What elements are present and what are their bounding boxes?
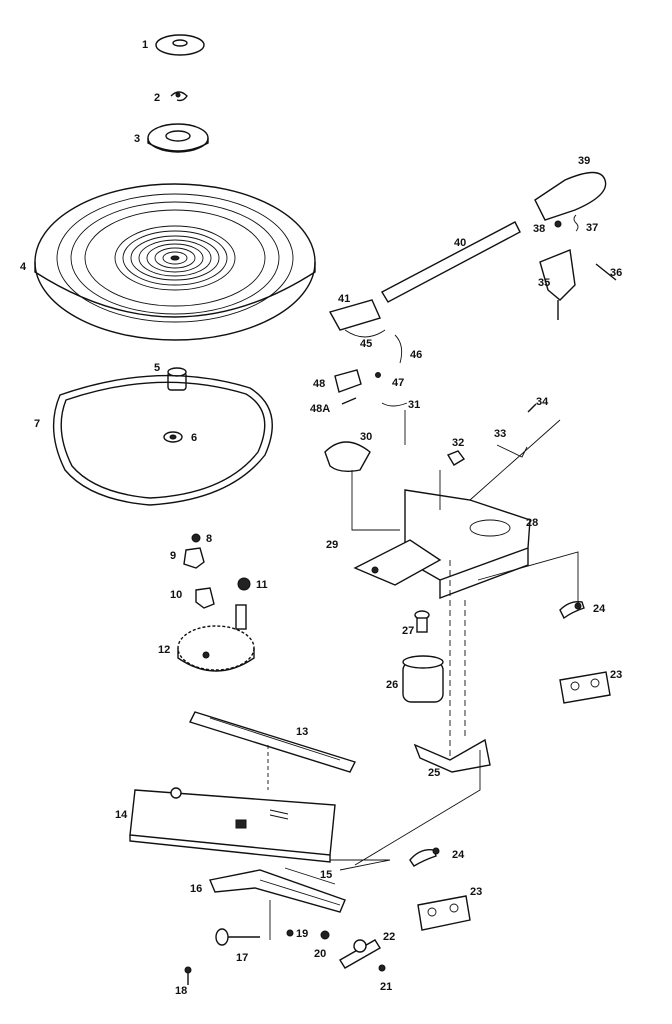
part-46-wire [394,334,403,364]
label-part-6: 6 [191,432,197,444]
part-27-pulley [414,610,430,633]
label-part-38: 38 [533,223,545,235]
part-41-headshell [328,299,381,331]
part-22-arm [339,939,381,969]
part-3-spacer-washer [147,123,209,153]
label-part-3: 3 [134,133,140,145]
label-part-23-top: 23 [610,669,622,681]
label-part-24-bottom: 24 [452,849,465,861]
part-8-screw [191,533,201,543]
part-48-cartridge [334,369,362,393]
label-part-8: 8 [206,533,212,545]
label-part-30: 30 [360,431,372,443]
label-part-4: 4 [20,261,27,273]
part-26-motor [402,655,444,703]
label-part-41: 41 [338,293,350,305]
part-2-clip [170,91,188,102]
label-part-5: 5 [154,362,160,374]
part-13-slide-bar [189,711,356,790]
part-25-bracket [413,738,491,773]
part-23-switch-top [559,671,611,704]
label-part-19: 19 [296,928,308,940]
part-31-wire [381,402,408,407]
part-14-base-plate [129,787,336,863]
label-part-22: 22 [383,931,395,943]
part-32-pin [446,450,466,466]
label-part-24-top: 24 [593,603,606,615]
label-part-14: 14 [115,809,128,821]
part-1-cap-washer [155,34,205,56]
part-40-arm-tube [381,221,521,303]
part-33-spring-wire [496,444,528,458]
label-part-47: 47 [392,377,404,389]
part-19-screw [286,929,294,937]
label-part-36: 36 [610,267,622,279]
part-28-mount-plate [404,489,531,600]
part-16-lever [209,869,346,913]
part-12-gear [177,604,255,672]
part-15-spring [284,867,336,885]
label-part-46: 46 [410,349,422,361]
label-part-25: 25 [428,767,440,779]
label-part-27: 27 [402,625,414,637]
part-34-pin [527,403,537,413]
label-part-9: 9 [170,550,176,562]
label-part-2: 2 [154,92,160,104]
part-23-switch-bottom [417,895,471,931]
label-part-21: 21 [380,981,392,993]
label-part-39: 39 [578,155,590,167]
part-20-screw [320,930,330,940]
label-part-18: 18 [175,985,187,997]
label-part-45: 45 [360,338,372,350]
part-38-screw [554,220,562,228]
part-21-screw [378,964,386,972]
label-part-31: 31 [408,399,420,411]
part-7-drive-belt [52,374,273,506]
part-10-bracket [195,587,215,609]
part-18-screw [184,966,192,985]
label-part-15: 15 [320,869,332,881]
part-29-arm-plate [353,539,442,586]
label-part-33: 33 [494,428,506,440]
label-part-17: 17 [236,952,248,964]
label-part-13: 13 [296,726,308,738]
part-48a-stylus [341,397,357,405]
part-24-lever-top [559,600,585,620]
part-37-spring [573,214,579,232]
label-part-34: 34 [536,396,549,408]
label-part-26: 26 [386,679,398,691]
label-part-37: 37 [586,222,598,234]
label-part-29: 29 [326,539,338,551]
label-part-48a: 48A [310,403,330,415]
part-36-pin [595,263,617,281]
part-35-pivot [539,249,576,320]
part-17-thumb-screw [215,928,260,946]
label-part-1: 1 [142,39,148,51]
part-6-spindle [163,431,183,443]
part-24-lever-bottom [409,847,440,867]
label-part-23-bottom: 23 [470,886,482,898]
part-9-bracket [183,547,205,569]
label-part-7: 7 [34,418,40,430]
part-30-cam [324,441,371,473]
part-11-bushing [237,577,251,591]
label-part-28: 28 [526,517,538,529]
label-part-32: 32 [452,437,464,449]
part-39-counterweight [534,171,607,221]
label-part-48: 48 [313,378,325,390]
label-part-20: 20 [314,948,326,960]
part-5-pulley-hub [167,367,187,391]
part-45-wires [344,329,386,338]
assembly-guide-lines [269,410,579,940]
label-part-12: 12 [158,644,170,656]
label-part-35: 35 [538,277,550,289]
label-part-11: 11 [256,579,268,591]
part-47-screw [375,372,381,378]
label-part-10: 10 [170,589,182,601]
part-4-platter [34,183,316,341]
label-part-40: 40 [454,237,466,249]
label-part-16: 16 [190,883,202,895]
